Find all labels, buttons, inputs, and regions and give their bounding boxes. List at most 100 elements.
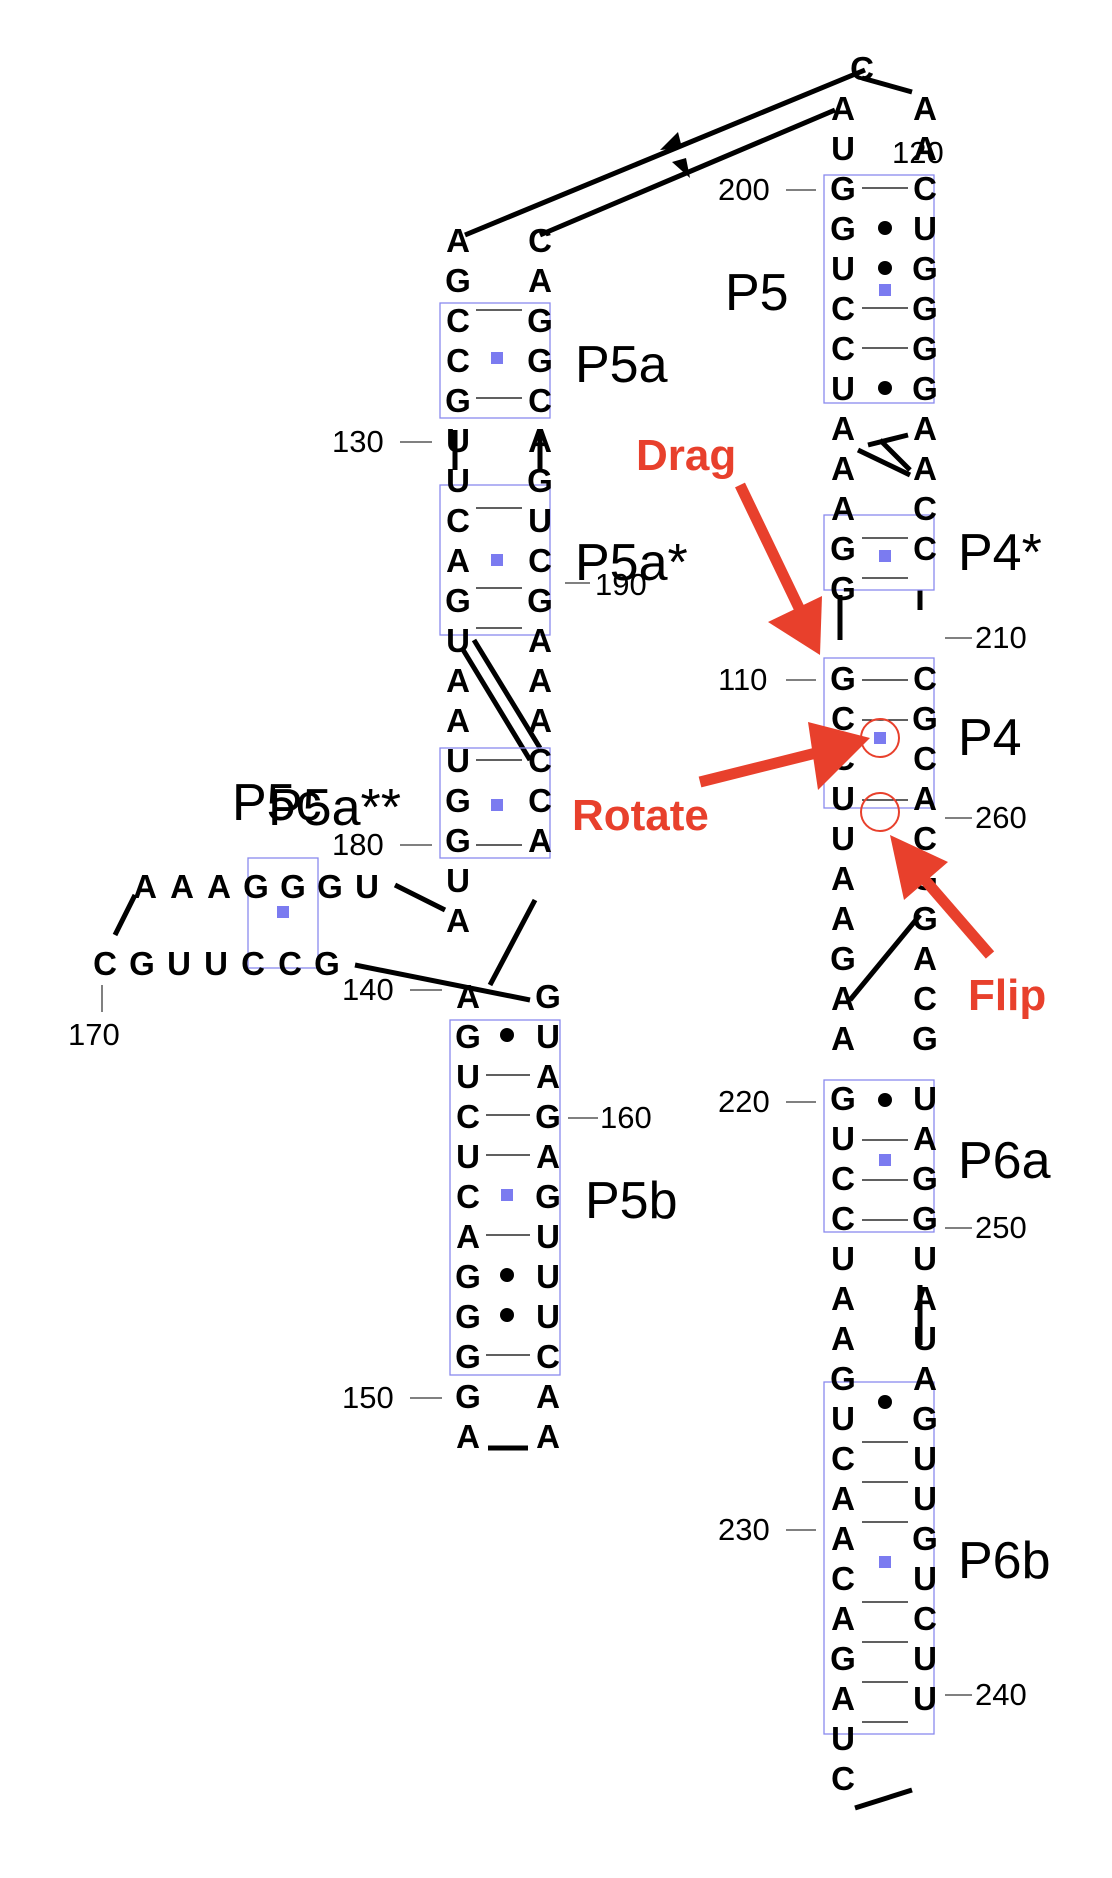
backbone-connector-a	[464, 67, 866, 238]
nucleotide: G	[314, 945, 340, 982]
nucleotide: A	[456, 1418, 480, 1455]
annotation-drag: Drag	[636, 431, 736, 480]
backbone-p5-p4-c	[878, 438, 912, 472]
p5c-box	[247, 857, 319, 969]
helix-label-p5: P5	[725, 264, 789, 322]
nucleotide: U	[536, 1258, 560, 1295]
backbone-lines	[112, 67, 923, 1811]
nucleotide: A	[446, 662, 470, 699]
backbone-crossing-1	[459, 646, 533, 762]
nucleotide: A	[170, 868, 194, 905]
backbone-crossing-2	[471, 638, 543, 750]
nucleotide: U	[913, 1480, 937, 1517]
nucleotide: A	[831, 860, 855, 897]
nucleotide: C	[913, 820, 937, 857]
nucleotide: G	[445, 382, 471, 419]
nucleotide: A	[831, 900, 855, 937]
nucleotide: U	[913, 210, 937, 247]
nucleotide: G	[830, 660, 856, 697]
nucleotide: C	[456, 1098, 480, 1135]
noncanonical-pair-marker	[491, 799, 503, 811]
nucleotide: A	[913, 1280, 937, 1317]
nucleotide: A	[913, 130, 937, 167]
noncanonical-pair-marker	[277, 906, 289, 918]
nucleotide: G	[455, 1018, 481, 1055]
nucleotide: U	[913, 1240, 937, 1277]
position-numbers: 120 130 140 150 160 170 180 190 200 210 …	[68, 135, 1027, 1712]
nucleotide: G	[912, 1520, 938, 1557]
p5a-double-star-box	[439, 747, 551, 859]
nucleotide: A	[913, 940, 937, 977]
nucleotide: G	[912, 370, 938, 407]
nucleotide: A	[446, 902, 470, 939]
backbone-arrowhead	[660, 132, 682, 150]
wobble-pair-dot	[500, 1268, 514, 1282]
nucleotide: A	[831, 1520, 855, 1557]
position-number-160: 160	[600, 1100, 652, 1135]
nucleotide: G	[527, 342, 553, 379]
position-number-220: 220	[718, 1084, 770, 1119]
nucleotide: C	[913, 490, 937, 527]
nucleotide: C	[536, 1338, 560, 1375]
nucleotide: G	[527, 582, 553, 619]
noncanonical-pair-marker	[879, 284, 891, 296]
nucleotide: U	[446, 622, 470, 659]
nucleotide: C	[831, 1200, 855, 1237]
nucleotide: G	[830, 1080, 856, 1117]
nucleotide: U	[913, 1080, 937, 1117]
nucleotide: A	[133, 868, 157, 905]
nucleotide: G	[912, 250, 938, 287]
nucleotide: U	[913, 1680, 937, 1717]
nucleotide: A	[831, 1280, 855, 1317]
nucleotide: U	[831, 130, 855, 167]
position-number-210: 210	[975, 620, 1027, 655]
position-number-240: 240	[975, 1677, 1027, 1712]
nucleotide: A	[536, 1378, 560, 1415]
nucleotide: C	[456, 1178, 480, 1215]
backbone-connector-top	[861, 75, 913, 95]
helix-label-p5a-star: P5a*	[575, 534, 688, 592]
nucleotide: C	[913, 980, 937, 1017]
wobble-pair-dot	[500, 1028, 514, 1042]
nucleotide: C	[446, 342, 470, 379]
nucleotide: U	[528, 502, 552, 539]
backbone-p5-p4-b	[867, 432, 909, 448]
nucleotide: C	[913, 660, 937, 697]
nucleotide: G	[129, 945, 155, 982]
nucleotide: G	[830, 570, 856, 607]
nucleotide: C	[831, 700, 855, 737]
nucleotide: U	[446, 462, 470, 499]
position-number-230: 230	[718, 1512, 770, 1547]
nucleotide: A	[831, 1480, 855, 1517]
nucleotide: C	[446, 302, 470, 339]
backbone-p5c-connector	[393, 882, 447, 913]
helix-label-p6b: P6b	[958, 1532, 1051, 1590]
nucleotide: C	[913, 1600, 937, 1637]
nucleotide: U	[167, 945, 191, 982]
nucleotide: U	[913, 1320, 937, 1357]
position-number-260: 260	[975, 800, 1027, 835]
nucleotide: G	[830, 1360, 856, 1397]
nucleotide: G	[317, 868, 343, 905]
nucleotide: G	[445, 582, 471, 619]
nucleotide: G	[912, 290, 938, 327]
nucleotide: C	[528, 542, 552, 579]
helix-label-p5a-double-star: P5a**	[268, 779, 401, 837]
nucleotide: A	[831, 1320, 855, 1357]
nucleotide: G	[535, 1098, 561, 1135]
wobble-pair-dot	[878, 261, 892, 275]
nucleotide: A	[831, 450, 855, 487]
helix-label-p5b: P5b	[585, 1172, 678, 1230]
annotation-rotate: Rotate	[572, 791, 709, 840]
annotation-flip-arrow-shaft	[920, 876, 995, 959]
nucleotide: A	[831, 1680, 855, 1717]
nucleotide: U	[831, 1240, 855, 1277]
nucleotide: U	[831, 820, 855, 857]
nucleotide: A	[831, 1020, 855, 1057]
nucleotide: A	[528, 422, 552, 459]
nucleotide: U	[536, 1218, 560, 1255]
nucleotide: C	[831, 1160, 855, 1197]
nucleotide: C	[528, 782, 552, 819]
